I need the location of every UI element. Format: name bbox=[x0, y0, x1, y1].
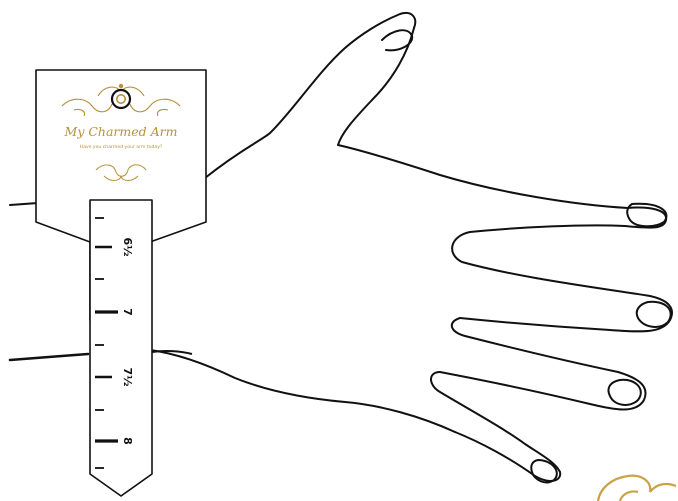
brand-tagline: Have you charmed your arm today? bbox=[80, 144, 163, 150]
ruler-label-6-half: 6½ bbox=[121, 237, 134, 256]
ruler-label-8: 8 bbox=[121, 437, 134, 445]
ruler-label-7-half: 7½ bbox=[121, 367, 134, 386]
corner-flourish-ornament bbox=[598, 476, 676, 501]
ruler-label-7: 7 bbox=[121, 308, 134, 316]
brand-name: My Charmed Arm bbox=[64, 124, 178, 139]
measuring-ruler: 6½ 7 7½ 8 bbox=[90, 200, 152, 496]
